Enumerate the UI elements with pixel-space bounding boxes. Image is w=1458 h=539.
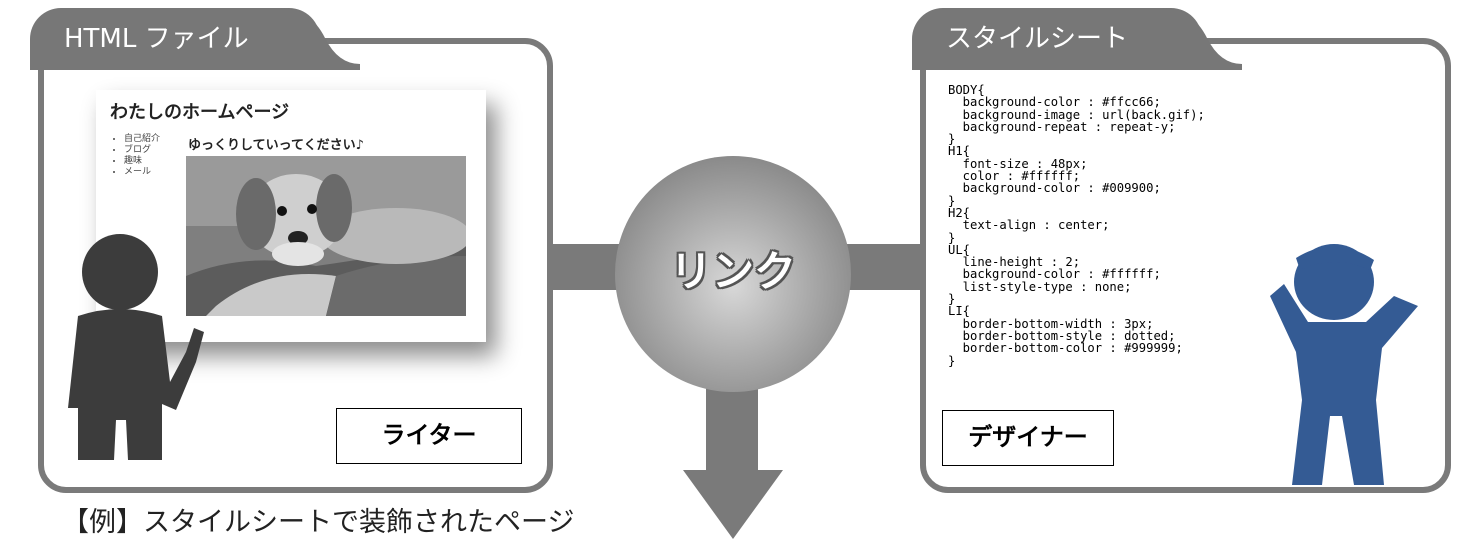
- mock-web-page: わたしのホームページ 自己紹介 ブログ 趣味 メール ゆっくりしていってください…: [96, 90, 486, 342]
- css-code-block: BODY{ background-color : #ffcc66; backgr…: [948, 84, 1205, 368]
- writer-role-label: ライター: [336, 408, 522, 464]
- mock-page-subtitle: ゆっくりしていってください♪: [188, 138, 364, 153]
- html-file-tab-label: HTML ファイル: [64, 24, 249, 54]
- designer-role-label: デザイナー: [942, 410, 1114, 466]
- stylesheet-tab-label: スタイルシート: [946, 24, 1129, 54]
- mock-nav-item: 趣味: [124, 156, 160, 167]
- link-label: リンク: [669, 247, 796, 296]
- stylesheet-tab: スタイルシート: [912, 8, 1242, 70]
- mock-nav-item: メール: [124, 167, 160, 178]
- tab-cap-shape: [1162, 8, 1242, 70]
- dog-photo-illustration: [186, 156, 466, 316]
- mock-page-title: わたしのホームページ: [110, 102, 290, 123]
- dog-photo: [186, 156, 466, 316]
- html-file-tab: HTML ファイル: [30, 8, 360, 70]
- tab-cap-shape: [280, 8, 360, 70]
- writer-silhouette-icon: [68, 234, 204, 460]
- example-caption: 【例】スタイルシートで装飾されたページ: [62, 507, 575, 538]
- down-arrow-icon: [683, 470, 783, 539]
- designer-silhouette-icon: [1270, 244, 1418, 485]
- link-circle: [615, 156, 851, 392]
- mock-page-nav: 自己紹介 ブログ 趣味 メール: [110, 134, 160, 178]
- mock-nav-item: 自己紹介: [124, 134, 160, 145]
- mock-nav-item: ブログ: [124, 145, 160, 156]
